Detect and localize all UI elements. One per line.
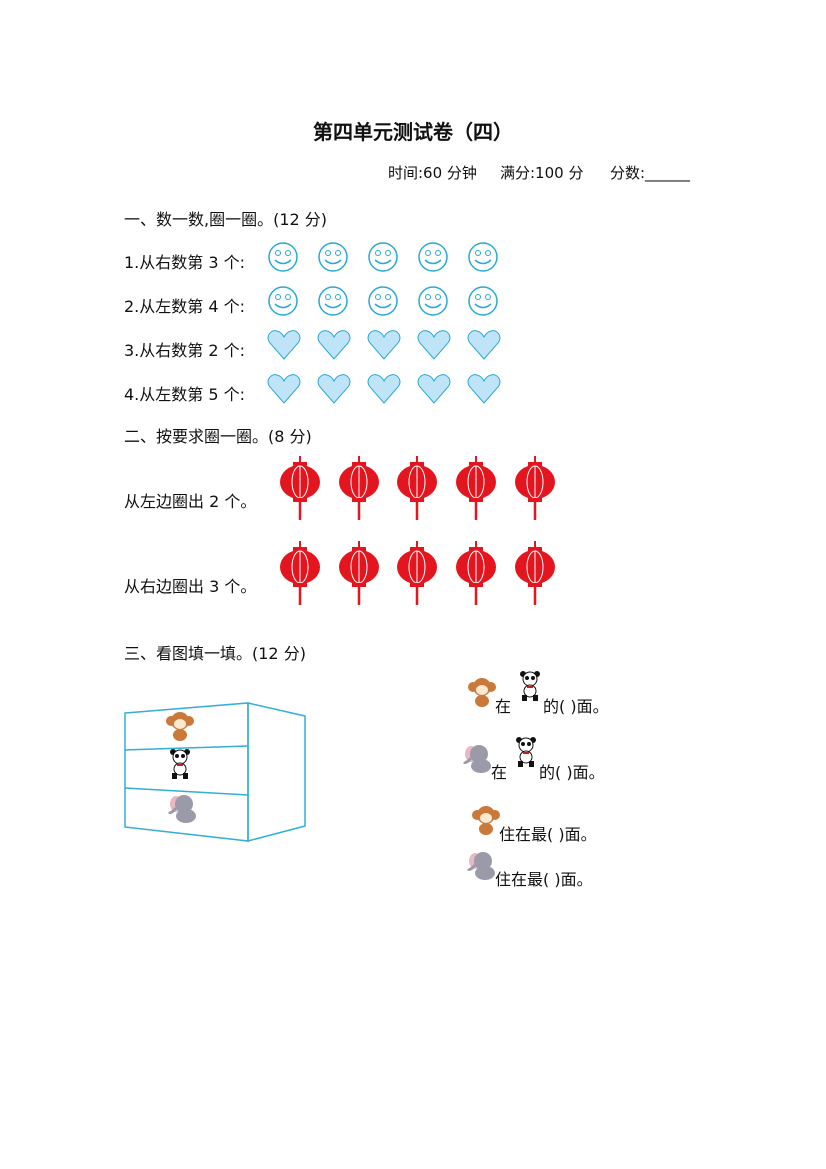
lantern-icon[interactable] <box>455 541 497 611</box>
section2-heading: 二、按要求圈一圈。(8 分) <box>124 427 312 446</box>
shelf-drawing <box>124 702 306 842</box>
heart-icon[interactable] <box>316 328 352 366</box>
question-label: 从右边圈出 3 个。 <box>124 577 257 596</box>
lantern-icon[interactable] <box>514 456 556 526</box>
smiley-icon[interactable] <box>466 240 500 278</box>
heart-icon[interactable] <box>466 372 502 410</box>
question-label: 2.从左数第 4 个: <box>124 297 246 316</box>
monkey-icon <box>165 710 195 746</box>
heart-icon[interactable] <box>466 328 502 366</box>
lantern-icon[interactable] <box>338 541 380 611</box>
info-time: 时间:60 分钟 <box>388 164 477 182</box>
smiley-icon[interactable] <box>316 240 350 278</box>
question-label: 1.从右数第 3 个: <box>124 253 246 272</box>
statement-text: 在 <box>491 763 508 782</box>
statement-blank-text[interactable]: 的( )面。 <box>543 697 609 716</box>
monkey-icon <box>471 804 501 840</box>
section1-heading: 一、数一数,圈一圈。(12 分) <box>124 210 328 229</box>
smiley-icon[interactable] <box>266 284 300 322</box>
lantern-icon[interactable] <box>279 456 321 526</box>
smiley-icon[interactable] <box>466 284 500 322</box>
smiley-icon[interactable] <box>366 240 400 278</box>
statement-text: 住在最( )面。 <box>499 825 597 844</box>
statement-text: 住在最( )面。 <box>495 870 593 889</box>
heart-icon[interactable] <box>366 328 402 366</box>
page-title: 第四单元测试卷（四） <box>313 120 513 144</box>
question-label: 4.从左数第 5 个: <box>124 385 246 404</box>
lantern-icon[interactable] <box>455 456 497 526</box>
lantern-icon[interactable] <box>279 541 321 611</box>
heart-icon[interactable] <box>266 328 302 366</box>
lantern-icon[interactable] <box>514 541 556 611</box>
panda-icon <box>165 748 195 784</box>
section3-heading: 三、看图填一填。(12 分) <box>124 644 306 663</box>
statement-text: 在 <box>495 697 512 716</box>
smiley-icon[interactable] <box>416 240 450 278</box>
heart-icon[interactable] <box>416 328 452 366</box>
elephant-icon <box>462 742 493 778</box>
question-label: 3.从右数第 2 个: <box>124 341 246 360</box>
smiley-icon[interactable] <box>316 284 350 322</box>
question-label: 从左边圈出 2 个。 <box>124 492 257 511</box>
elephant-icon <box>167 792 198 828</box>
lantern-icon[interactable] <box>396 456 438 526</box>
statement-blank-text[interactable]: 的( )面。 <box>539 763 605 782</box>
info-full-score: 满分:100 分 <box>500 164 584 182</box>
lantern-icon[interactable] <box>396 541 438 611</box>
monkey-icon <box>467 676 497 712</box>
lantern-icon[interactable] <box>338 456 380 526</box>
heart-icon[interactable] <box>416 372 452 410</box>
info-score-field: 分数:______ <box>610 164 691 182</box>
smiley-icon[interactable] <box>366 284 400 322</box>
panda-icon <box>515 670 545 706</box>
elephant-icon <box>466 849 497 885</box>
smiley-icon[interactable] <box>416 284 450 322</box>
smiley-icon[interactable] <box>266 240 300 278</box>
heart-icon[interactable] <box>266 372 302 410</box>
panda-icon <box>511 736 541 772</box>
heart-icon[interactable] <box>316 372 352 410</box>
heart-icon[interactable] <box>366 372 402 410</box>
